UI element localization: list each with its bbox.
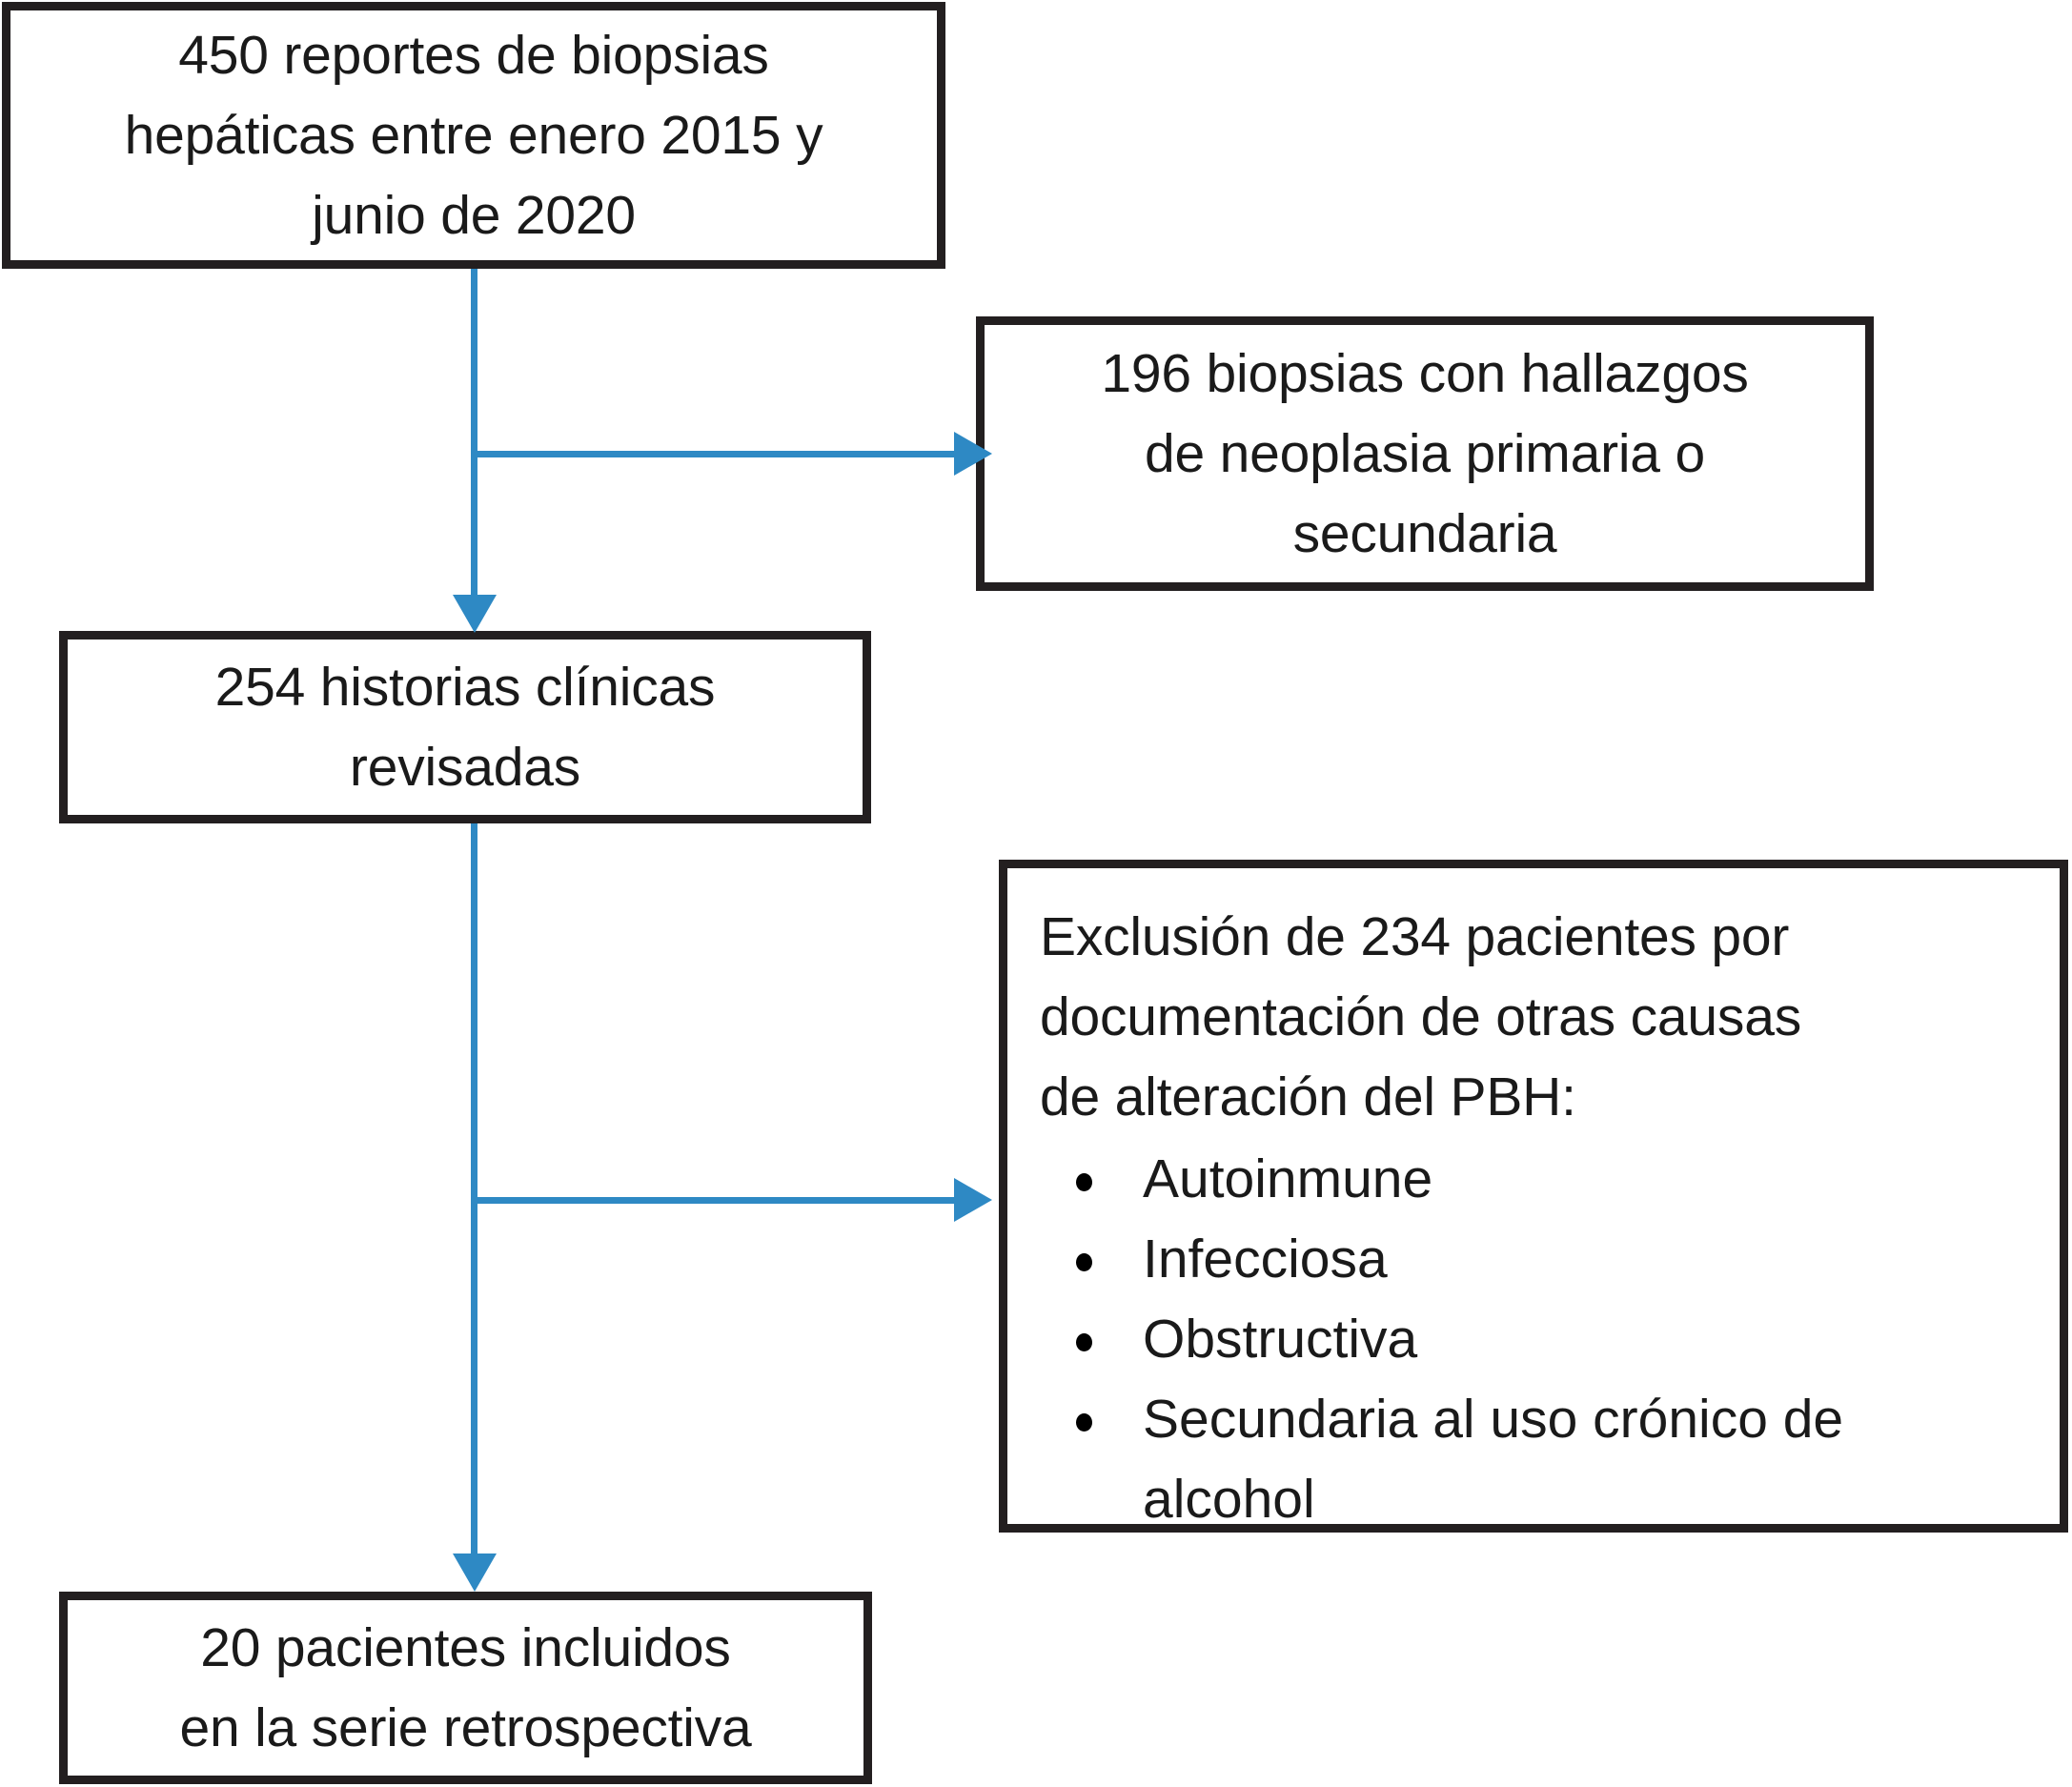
exclusion-cause-list: Autoinmune Infecciosa Obstructiva Secund…: [1040, 1139, 2027, 1539]
list-item: Infecciosa: [1040, 1219, 2027, 1299]
box-included-patients-line-1: 20 pacientes incluidos: [200, 1617, 731, 1678]
box-included-patients: 20 pacientes incluidos en la serie retro…: [59, 1592, 872, 1784]
list-item-continuation: alcohol: [1040, 1459, 2027, 1539]
box-neoplasia-excluded-line-1: 196 biopsias con hallazgos: [1101, 343, 1749, 404]
arrowhead-down-icon: [453, 1553, 497, 1592]
bullet-dot-icon: [1076, 1333, 1092, 1351]
bullet-dot-icon: [1076, 1173, 1092, 1191]
box-exclusion-criteria-line-1: Exclusión de 234 pacientes por: [1040, 906, 1790, 967]
box-neoplasia-excluded-line-3: secundaria: [1292, 503, 1557, 564]
box-exclusion-criteria-paragraph: Exclusión de 234 pacientes por documenta…: [1040, 897, 2027, 1137]
box-neoplasia-excluded-line-2: de neoplasia primaria o: [1145, 423, 1705, 484]
connector-histories-to-included: [471, 823, 477, 1557]
box-clinical-histories: 254 historias clínicas revisadas: [59, 631, 871, 823]
box-biopsy-reports-line-2: hepáticas entre enero 2015 y: [124, 105, 823, 166]
box-clinical-histories-line-2: revisadas: [349, 737, 581, 798]
list-item-label: Autoinmune: [1143, 1148, 1433, 1209]
connector-histories-to-exclusion: [471, 1197, 976, 1204]
box-exclusion-criteria-line-3: de alteración del PBH:: [1040, 1066, 1576, 1127]
arrowhead-right-icon: [954, 1178, 992, 1222]
arrowhead-down-icon: [453, 595, 497, 633]
box-included-patients-line-2: en la serie retrospectiva: [179, 1697, 752, 1758]
list-item-label: Obstructiva: [1143, 1309, 1418, 1370]
box-biopsy-reports-line-1: 450 reportes de biopsias: [178, 25, 769, 86]
box-exclusion-criteria-line-2: documentación de otras causas: [1040, 986, 1802, 1047]
list-item-label: alcohol: [1143, 1469, 1315, 1530]
list-item-label: Infecciosa: [1143, 1229, 1388, 1289]
connector-reports-to-neoplasia: [471, 451, 976, 457]
list-item: Autoinmune: [1040, 1139, 2027, 1219]
box-neoplasia-excluded: 196 biopsias con hallazgos de neoplasia …: [976, 316, 1874, 591]
box-exclusion-criteria: Exclusión de 234 pacientes por documenta…: [999, 860, 2068, 1533]
box-biopsy-reports: 450 reportes de biopsias hepáticas entre…: [2, 2, 945, 269]
bullet-dot-icon: [1076, 1413, 1092, 1432]
arrowhead-right-icon: [954, 432, 992, 476]
connector-reports-to-histories: [471, 269, 477, 602]
list-item: Obstructiva: [1040, 1299, 2027, 1379]
box-biopsy-reports-line-3: junio de 2020: [312, 185, 636, 246]
bullet-dot-icon: [1076, 1253, 1092, 1271]
box-clinical-histories-line-1: 254 historias clínicas: [214, 657, 716, 718]
list-item: Secundaria al uso crónico de: [1040, 1379, 2027, 1459]
list-item-label: Secundaria al uso crónico de: [1143, 1389, 1844, 1450]
